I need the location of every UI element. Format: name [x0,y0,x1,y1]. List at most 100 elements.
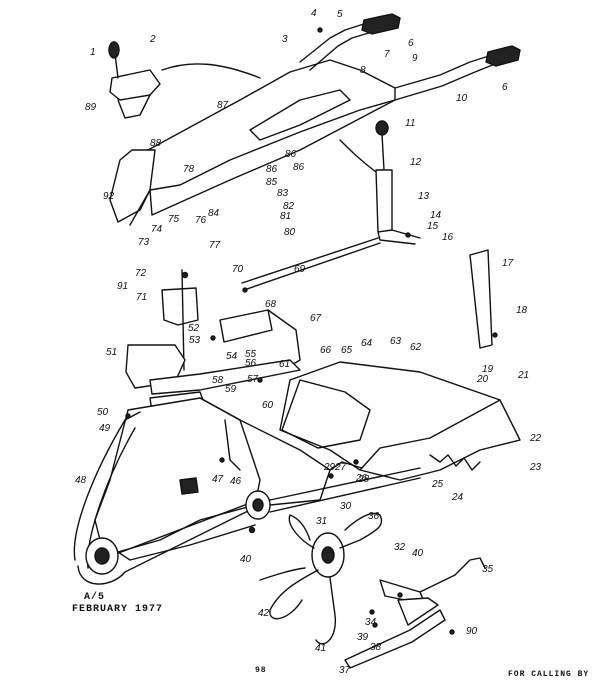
part-label: 63 [390,336,402,347]
part-label: 2 [149,34,156,45]
part-label: 18 [516,305,528,316]
part-label: 34 [365,617,377,628]
part-label: 3 [282,34,288,45]
part-label: 49 [99,423,111,434]
part-label: 62 [410,342,422,353]
tine-assembly [259,512,383,645]
part-label: 42 [258,608,270,619]
part-label: 86 [285,149,297,160]
part-label: 5 [337,9,343,20]
part-label: 30 [340,501,352,512]
control-lever-bracket [108,41,161,119]
part-label: 21 [517,370,529,381]
part-label: 31 [316,516,327,527]
part-label: 89 [85,102,97,113]
part-label: 47 [212,474,224,485]
part-label: 90 [466,626,478,637]
part-label: 8 [360,65,366,76]
part-label: 77 [209,240,221,251]
part-label: 81 [280,211,291,222]
drive-belt [73,411,259,585]
part-label: 61 [279,359,290,370]
part-label: 1 [90,47,96,58]
part-label: 55 [245,349,257,360]
part-label: 78 [183,164,195,175]
part-label: 87 [217,100,229,111]
part-label: 86 [266,164,278,175]
part-label: 58 [212,375,224,386]
hand-grip-right [485,45,521,67]
part-label: 60 [262,400,274,411]
part-label: 27 [334,462,347,473]
part-label: 23 [529,462,542,473]
part-label: 16 [442,232,454,243]
part-label: 70 [232,264,244,275]
part-label: 7 [384,49,390,60]
part-label: 57 [247,374,259,385]
part-label: 92 [103,191,115,202]
part-label: 13 [418,191,430,202]
part-label: 25 [431,479,444,490]
part-label: 88 [150,138,162,149]
control-cable [161,63,261,79]
part-label: 76 [195,215,207,226]
depth-bar [344,557,486,669]
part-label: 69 [294,264,306,275]
part-label: 53 [189,335,201,346]
part-label: 39 [357,632,369,643]
hand-grip-left [361,13,401,35]
part-label: 10 [456,93,468,104]
part-label: 17 [502,258,514,269]
part-label: 38 [370,642,382,653]
part-label: 67 [310,313,322,324]
part-label: 59 [225,384,237,395]
part-label: 22 [529,433,542,444]
part-label: 26 [355,473,368,484]
part-label: 66 [320,345,332,356]
part-label: 40 [412,548,424,559]
part-label: 82 [283,201,295,212]
shift-lever [339,120,421,245]
part-label: 72 [135,268,147,279]
part-label: 40 [240,554,252,565]
part-label: 65 [341,345,353,356]
part-label: 46 [230,476,242,487]
part-label: 37 [339,665,351,676]
part-label: 41 [315,643,326,654]
part-label: 9 [412,53,418,64]
part-label: 68 [265,299,277,310]
tine-guard [429,454,481,471]
part-label: 20 [476,374,489,385]
part-label: 80 [284,227,296,238]
fasteners [125,27,498,635]
part-label: 52 [188,323,200,334]
part-label: 24 [451,492,464,503]
part-label: 56 [245,358,257,369]
part-label: 74 [151,224,163,235]
part-label: 36 [368,511,380,522]
part-label: 35 [482,564,494,575]
part-label: 12 [410,157,422,168]
part-label: 32 [394,542,406,553]
shift-rod [241,237,379,284]
handlebar-assembly [109,21,496,226]
part-label: 75 [168,214,180,225]
part-label: 84 [208,208,220,219]
diagram-date: FEBRUARY 1977 [72,604,164,615]
part-label: 86 [293,162,305,173]
part-label: 6 [502,82,508,93]
depth-stake [469,249,493,349]
part-label: 91 [117,281,128,292]
transmission-housing [94,397,331,561]
page-mark: 98 [255,666,267,675]
part-label: 48 [75,475,87,486]
part-label: 51 [106,347,117,358]
part-label: 50 [97,407,109,418]
part-label: 29 [323,462,336,473]
part-label: 54 [226,351,238,362]
part-label: 71 [136,292,147,303]
tine-axle [245,461,421,520]
